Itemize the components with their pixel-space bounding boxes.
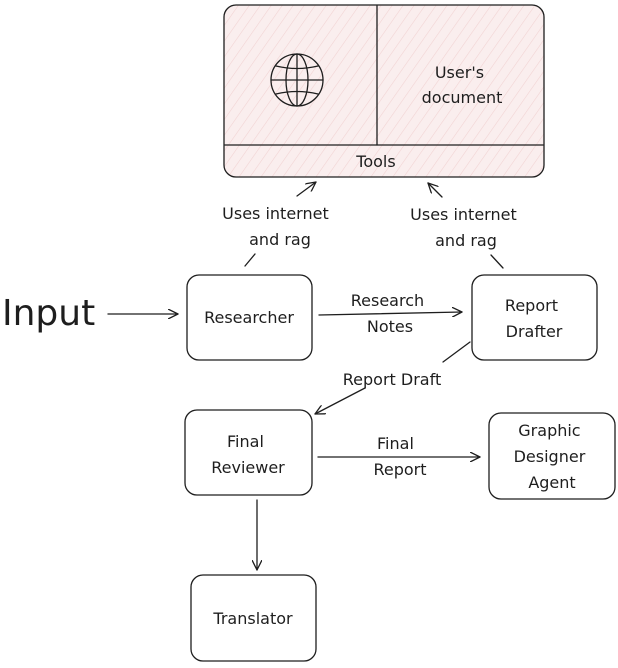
researcher-box (186, 274, 313, 361)
final-reviewer-label-line1: Final (227, 432, 264, 451)
drafter-tools-arrow-tail (490, 254, 504, 269)
uses-internet-left-line1: Uses internet (222, 204, 329, 223)
report-drafter-box (471, 274, 598, 361)
node-researcher: Researcher (186, 274, 313, 361)
arrow-drafter-to-reviewer (314, 387, 366, 415)
node-final-reviewer: Final Reviewer (184, 409, 313, 496)
research-notes-label: Research Notes (351, 291, 429, 336)
graphic-designer-label-line1: Graphic (518, 421, 580, 440)
researcher-tools-arrow-tail (244, 253, 256, 267)
research-notes-label-line1: Research (351, 291, 424, 310)
user-document-label-line1: User's (435, 63, 484, 82)
user-document-label: User's document (422, 63, 503, 107)
graphic-designer-label-line3: Agent (528, 473, 575, 492)
tools-panel-border (223, 4, 545, 178)
researcher-label: Researcher (204, 308, 294, 327)
final-reviewer-label: Final Reviewer (211, 432, 285, 477)
uses-internet-right-line1: Uses internet (410, 205, 517, 224)
arrow-drafter-to-tools (427, 182, 443, 198)
uses-internet-left-label: Uses internet and rag (222, 204, 334, 249)
tools-label: Tools (355, 152, 395, 171)
final-report-label: Final Report (373, 434, 426, 479)
arrow-researcher-to-drafter (318, 312, 463, 315)
report-drafter-label-line2: Drafter (506, 322, 563, 341)
uses-internet-right-line2: and rag (435, 231, 497, 250)
final-reviewer-box (184, 409, 313, 496)
final-report-label-line2: Report (373, 460, 426, 479)
translator-box (190, 574, 317, 662)
uses-internet-left-line2: and rag (249, 230, 311, 249)
research-notes-label-line2: Notes (367, 317, 413, 336)
report-draft-label: Report Draft (343, 370, 441, 389)
tools-panel: User's document Tools (223, 4, 545, 178)
report-drafter-label-line1: Report (505, 296, 558, 315)
graphic-designer-box (488, 412, 616, 500)
globe-icon (270, 53, 324, 107)
arrow-researcher-to-tools (296, 181, 317, 197)
node-report-drafter: Report Drafter (471, 274, 598, 361)
final-reviewer-label-line2: Reviewer (211, 458, 285, 477)
input-label: Input (2, 293, 95, 334)
final-report-label-line1: Final (377, 434, 414, 453)
graphic-designer-label-line2: Designer (514, 447, 586, 466)
graphic-designer-label: Graphic Designer Agent (514, 421, 591, 492)
translator-label: Translator (212, 609, 293, 628)
report-drafter-label: Report Drafter (505, 296, 563, 341)
node-graphic-designer: Graphic Designer Agent (488, 412, 616, 500)
node-translator: Translator (190, 574, 317, 662)
user-document-label-line2: document (422, 88, 503, 107)
tools-panel-hatch (224, 5, 544, 177)
uses-internet-right-label: Uses internet and rag (410, 205, 522, 250)
drafter-reviewer-arrow-tail (442, 341, 471, 363)
